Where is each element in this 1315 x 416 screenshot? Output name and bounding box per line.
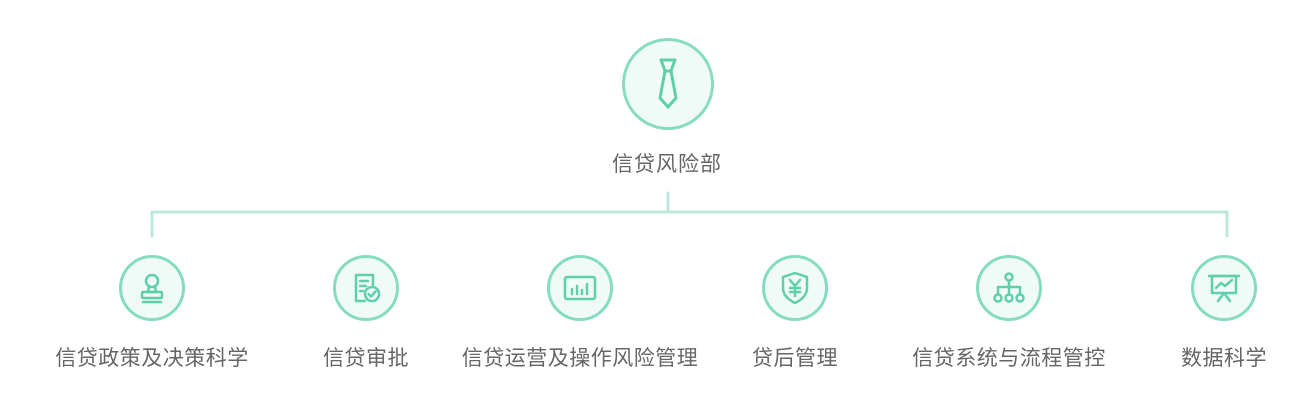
document-check-icon bbox=[354, 273, 381, 303]
label-credit-approval: 信贷审批 bbox=[323, 346, 409, 370]
root-label: 信贷风险部 bbox=[612, 152, 722, 176]
presentation-board-icon bbox=[1207, 274, 1241, 303]
node-credit-policy[interactable] bbox=[119, 255, 185, 321]
node-credit-system[interactable] bbox=[976, 255, 1042, 321]
hierarchy-icon bbox=[993, 272, 1025, 303]
label-credit-policy: 信贷政策及决策科学 bbox=[55, 346, 249, 370]
node-credit-operations[interactable] bbox=[547, 255, 613, 321]
tie-icon bbox=[658, 58, 678, 109]
node-post-loan[interactable] bbox=[762, 255, 828, 321]
label-credit-operations: 信贷运营及操作风险管理 bbox=[461, 346, 699, 370]
root-node[interactable] bbox=[622, 38, 714, 130]
node-data-science[interactable] bbox=[1191, 255, 1257, 321]
label-data-science: 数据科学 bbox=[1181, 346, 1267, 370]
node-credit-approval[interactable] bbox=[333, 255, 399, 321]
label-credit-system: 信贷系统与流程管控 bbox=[912, 346, 1106, 370]
bar-chart-icon bbox=[563, 275, 597, 301]
label-post-loan: 贷后管理 bbox=[752, 346, 838, 370]
yen-shield-icon bbox=[781, 271, 809, 305]
stamp-icon bbox=[140, 273, 164, 304]
